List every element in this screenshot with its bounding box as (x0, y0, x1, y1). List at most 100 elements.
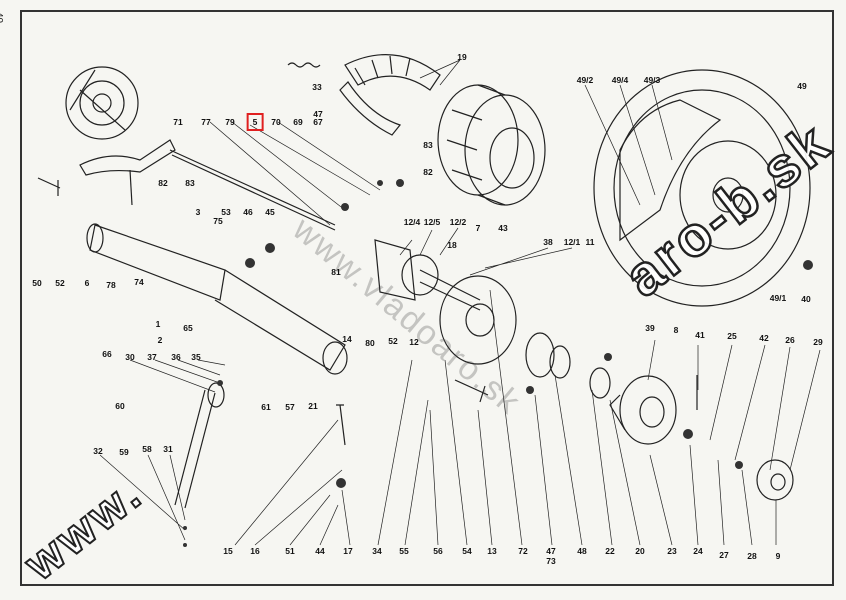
callout-66: 66 (102, 349, 112, 359)
callout-49-4: 49/4 (611, 75, 629, 85)
callout-12-5: 12/5 (423, 217, 441, 227)
callout-81: 81 (331, 267, 341, 277)
callout-16: 16 (250, 546, 260, 556)
tie-rod (169, 149, 336, 231)
callout-33: 33 (312, 82, 322, 92)
callout-7: 7 (475, 223, 481, 233)
callout-71: 71 (173, 117, 183, 127)
callout-31: 31 (163, 444, 173, 454)
callout-54: 54 (462, 546, 472, 556)
callout-26: 26 (785, 335, 795, 345)
callout-36: 36 (171, 352, 181, 362)
callout-46: 46 (243, 207, 253, 217)
leader-lines (99, 59, 821, 546)
callout-55: 55 (399, 546, 409, 556)
callout-6: 6 (84, 278, 90, 288)
callout-82: 82 (423, 167, 433, 177)
steering-arm (79, 139, 176, 176)
callout-14: 14 (342, 334, 352, 344)
callout-19: 19 (457, 52, 467, 62)
callout-82: 82 (158, 178, 168, 188)
callout-74: 74 (134, 277, 144, 287)
callout-27: 27 (719, 550, 729, 560)
page-border (20, 10, 834, 586)
callout-41: 41 (695, 330, 705, 340)
callout-49-1: 49/1 (769, 293, 787, 303)
callout-30: 30 (125, 352, 135, 362)
wheel-hub (609, 375, 677, 445)
callout-75: 75 (213, 216, 223, 226)
callout-29: 29 (813, 337, 823, 347)
callout-50: 50 (32, 278, 42, 288)
callout-70: 70 (271, 117, 281, 127)
callout-37: 37 (147, 352, 157, 362)
callout-61: 61 (261, 402, 271, 412)
callout-58: 58 (142, 444, 152, 454)
callout-77: 77 (201, 117, 211, 127)
callout-12-1: 12/1 (563, 237, 581, 247)
callout-67: 67 (313, 117, 323, 127)
callout-83: 83 (185, 178, 195, 188)
callout-49-2: 49/2 (576, 75, 594, 85)
callout-40: 40 (801, 294, 811, 304)
small-parts (183, 179, 813, 547)
callout-12: 12 (409, 337, 419, 347)
callout-38: 38 (543, 237, 553, 247)
callout-9: 9 (775, 551, 781, 561)
callout-53: 53 (221, 207, 231, 217)
callout-24: 24 (693, 546, 703, 556)
callout-45: 45 (265, 207, 275, 217)
callout-2: 2 (157, 335, 163, 345)
callout-57: 57 (285, 402, 295, 412)
callout-69: 69 (293, 117, 303, 127)
callout-73: 73 (546, 556, 556, 566)
callout-35: 35 (191, 352, 201, 362)
callout-79: 79 (225, 117, 235, 127)
callout-60: 60 (115, 401, 125, 411)
shock-absorber (174, 382, 225, 509)
callout-72: 72 (518, 546, 528, 556)
brake-disc-wheel (593, 69, 811, 307)
callout-20: 20 (635, 546, 645, 556)
callout-78: 78 (106, 280, 116, 290)
callout-12-4: 12/4 (403, 217, 421, 227)
callout-42: 42 (759, 333, 769, 343)
callout-3: 3 (195, 207, 201, 217)
axle-beam (86, 223, 348, 375)
brake-drum (437, 84, 546, 206)
callout-34: 34 (372, 546, 382, 556)
callout-1: 1 (155, 319, 161, 329)
callout-15: 15 (223, 546, 233, 556)
hub-flange (756, 459, 794, 501)
callout-12-2: 12/2 (449, 217, 467, 227)
bearings-seals (525, 332, 611, 399)
callout-39: 39 (645, 323, 655, 333)
callout-49: 49 (797, 81, 807, 91)
callout-43: 43 (498, 223, 508, 233)
callout-65: 65 (183, 323, 193, 333)
callout-22: 22 (605, 546, 615, 556)
callout-80: 80 (365, 338, 375, 348)
callout-47: 47 (313, 109, 323, 119)
callout-8: 8 (673, 325, 679, 335)
return-spring (287, 62, 321, 68)
callout-21: 21 (308, 401, 318, 411)
callout-32: 32 (93, 446, 103, 456)
callout-25: 25 (727, 331, 737, 341)
callout-44: 44 (315, 546, 325, 556)
callout-28: 28 (747, 551, 757, 561)
callout-47: 47 (546, 546, 556, 556)
callout-23: 23 (667, 546, 677, 556)
callout-11: 11 (585, 237, 595, 247)
brake-shoe (339, 54, 441, 136)
callout-18: 18 (447, 240, 457, 250)
callout-83: 83 (423, 140, 433, 150)
callout-49-3: 49/3 (643, 75, 661, 85)
callout-5-highlighted: 5 (246, 113, 264, 131)
callout-52: 52 (388, 336, 398, 346)
callout-56: 56 (433, 546, 443, 556)
callout-52: 52 (55, 278, 65, 288)
callout-13: 13 (487, 546, 497, 556)
